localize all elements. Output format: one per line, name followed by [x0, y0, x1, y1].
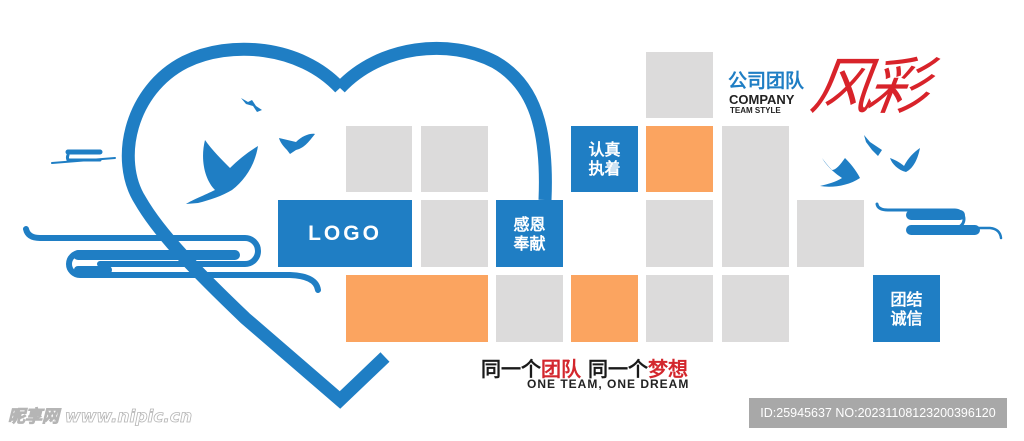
- value-label: 团结 诚信: [890, 289, 923, 328]
- slogan-highlight: 梦想: [647, 357, 688, 381]
- birds-right-icon: [820, 135, 920, 187]
- value-label: 认真 执着: [588, 140, 621, 178]
- photo-tile: [421, 200, 488, 267]
- title-english-sub: TEAM STYLE: [730, 106, 781, 115]
- watermark: 昵享网 www.nipic.cn: [8, 407, 193, 428]
- heart-icon: [121, 41, 552, 409]
- photo-tile: [346, 126, 412, 192]
- photo-tile: [646, 275, 713, 342]
- photo-tile: [496, 275, 563, 342]
- photo-tile: [646, 200, 713, 267]
- slogan-highlight: 团队: [541, 357, 581, 381]
- photo-tile: [722, 275, 789, 342]
- value-label: 感恩 奉献: [513, 214, 546, 253]
- title-calligraphy: 风彩: [806, 50, 929, 123]
- slogan-english: ONE TEAM, ONE DREAM: [527, 377, 690, 391]
- photo-tile: [797, 200, 864, 267]
- photo-tile: [421, 126, 488, 192]
- photo-tile: [646, 52, 713, 118]
- cloud-left-icon: [23, 149, 321, 293]
- slogan-chinese: 同一个团队 同一个梦想: [481, 353, 688, 382]
- title-english: COMPANY: [729, 92, 795, 107]
- slogan-part: 同一个: [481, 357, 541, 381]
- cloud-right-icon: [875, 202, 1003, 240]
- logo-tile[interactable]: LOGO: [278, 200, 412, 267]
- image-id-badge: ID:25945637 NO:20231108123200396120: [749, 398, 1007, 428]
- photo-tile-highlight: [571, 275, 638, 342]
- title-chinese: 公司团队: [728, 70, 805, 92]
- value-tile-dedication: 认真 执着: [571, 126, 638, 192]
- value-tile-gratitude: 感恩 奉献: [496, 200, 563, 267]
- photo-tile-highlight: [646, 126, 713, 192]
- photo-tile-tall: [722, 126, 789, 267]
- photo-tile-highlight: [346, 275, 488, 342]
- slogan-part: 同一个: [581, 357, 648, 381]
- value-tile-unity: 团结 诚信: [873, 275, 940, 342]
- logo-label: LOGO: [308, 221, 382, 245]
- birds-left-icon: [186, 98, 315, 204]
- image-id-text: ID:25945637 NO:20231108123200396120: [760, 406, 996, 420]
